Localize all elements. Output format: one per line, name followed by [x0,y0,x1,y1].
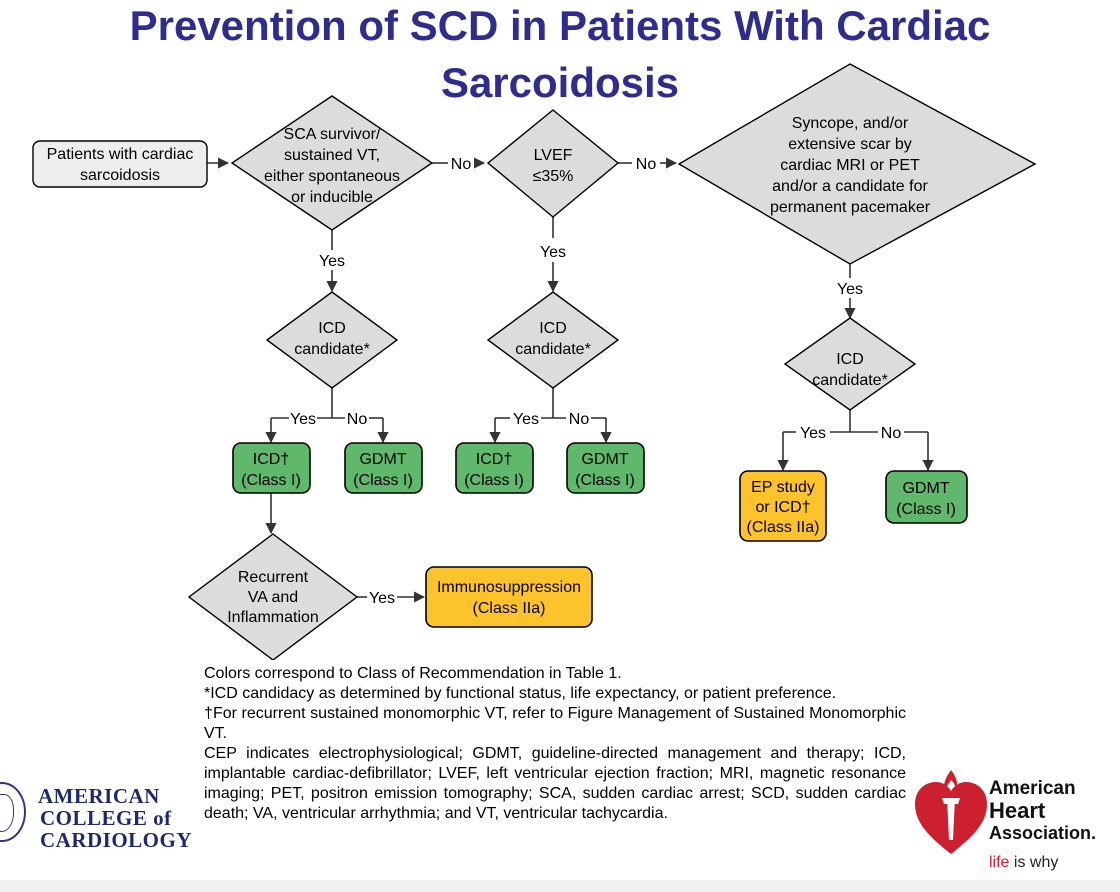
aha-logo-line-2: Heart [989,798,1046,823]
sca-line-1: SCA survivor/ [284,126,381,143]
aha-tagline-life: life [989,854,1010,871]
label-yes-sca: Yes [319,253,345,270]
icd3-line-2: candidate* [812,372,888,389]
label-yes-icd3: Yes [800,425,826,442]
gdmt-b-line-2: (Class I) [575,472,635,489]
ep-line-2: or ICD† [755,499,810,516]
label-no-icd2: No [569,411,590,428]
acc-logo: AMERICAN COLLEGE of CARDIOLOGY [0,776,200,866]
lvef-line-1: LVEF [534,147,573,164]
gdmt-a-line-1: GDMT [359,451,406,468]
label-yes-icd2: Yes [513,411,539,428]
sca-line-2: sustained VT, [284,147,380,164]
start-box: Patients with cardiac sarcoidosis [32,140,208,188]
icd-candidate-decision-2: ICD candidate* [486,291,620,389]
icd-a-line-1: ICD† [253,451,289,468]
sca-survivor-decision: SCA survivor/ sustained VT, either spont… [230,95,434,231]
aha-tagline: life is why [989,854,1058,872]
label-no-2: No [636,156,657,173]
label-yes-recurrent: Yes [369,590,395,607]
start-line-1: Patients with cardiac [47,146,194,163]
gdmt-b-line-1: GDMT [581,451,628,468]
icd1-line-2: candidate* [294,341,370,358]
label-no-1: No [451,156,472,173]
immunosuppression-class-iia-box: Immunosuppression (Class IIa) [425,566,593,628]
lvef-line-2: ≤35% [533,168,574,185]
icd-class-i-box-2: ICD† (Class I) [455,442,534,494]
acc-logo-line-1: AMERICAN [38,784,160,808]
icd3-line-1: ICD [836,351,864,368]
footnote-abbreviations: CEP indicates electrophysiological; GDMT… [204,745,906,822]
gdmt-c-line-2: (Class I) [896,501,956,518]
acc-logo-line-2: COLLEGE of [40,806,172,830]
immuno-line-2: (Class IIa) [473,600,546,617]
syncope-line-2: extensive scar by [788,136,912,153]
bottom-bar [0,880,1120,892]
sca-line-3: either spontaneous [264,168,400,185]
icd-a-line-2: (Class I) [241,472,301,489]
label-yes-syncope: Yes [837,281,863,298]
label-yes-icd1: Yes [290,411,316,428]
gdmt-c-line-1: GDMT [902,480,949,497]
icd2-line-2: candidate* [515,341,591,358]
footnote-colors: Colors correspond to Class of Recommenda… [204,665,622,682]
ep-study-class-iia-box: EP study or ICD† (Class IIa) [739,470,827,542]
icd2-line-1: ICD [539,320,567,337]
flowchart: No No Yes Yes Yes Yes No Yes No Yes No Y… [32,63,1037,660]
syncope-line-4: and/or a candidate for [772,178,928,195]
label-no-icd1: No [347,411,368,428]
heart-torch-icon [915,770,987,854]
aha-logo: American Heart Association. life is why [905,766,1120,886]
icd-b-line-1: ICD† [476,451,512,468]
recurrent-line-3: Inflammation [227,609,319,626]
start-line-2: sarcoidosis [80,167,160,184]
label-no-icd3: No [881,425,902,442]
page-title-line-1: Prevention of SCD in Patients With Cardi… [129,2,991,49]
gdmt-a-line-2: (Class I) [353,472,413,489]
icd-class-i-box-1: ICD† (Class I) [232,442,311,494]
syncope-line-3: cardiac MRI or PET [780,157,920,174]
footnotes: Colors correspond to Class of Recommenda… [204,664,906,824]
recurrent-line-2: VA and [248,589,298,606]
lvef-decision: LVEF ≤35% [486,109,620,218]
aha-logo-line-3: Association. [989,823,1097,843]
gdmt-class-i-box-1: GDMT (Class I) [344,442,423,494]
syncope-line-1: Syncope, and/or [792,115,909,132]
acc-seal-icon [0,782,26,842]
recurrent-va-decision: Recurrent VA and Inflammation [187,533,359,660]
ep-line-1: EP study [751,479,815,496]
acc-logo-line-3: CARDIOLOGY [40,828,193,852]
recurrent-line-1: Recurrent [238,569,309,586]
connectors [207,157,934,603]
icd-candidate-decision-1: ICD candidate* [265,291,399,389]
footnote-dagger: †For recurrent sustained monomorphic VT,… [204,705,906,742]
gdmt-class-i-box-2: GDMT (Class I) [566,442,645,494]
syncope-decision: Syncope, and/or extensive scar by cardia… [677,63,1037,265]
icd1-line-1: ICD [318,320,346,337]
aha-logo-line-1: American [989,778,1076,799]
immuno-line-1: Immunosuppression [437,579,581,596]
label-yes-lvef: Yes [540,244,566,261]
icd-candidate-decision-3: ICD candidate* [783,317,917,411]
sca-line-4: or inducible [291,189,373,206]
aha-tagline-rest: is why [1009,854,1059,871]
footnote-icd-candidacy: *ICD candidacy as determined by function… [204,685,837,702]
syncope-line-5: permanent pacemaker [770,199,931,216]
ep-line-3: (Class IIa) [747,519,820,536]
icd-b-line-2: (Class I) [464,472,524,489]
page-title-line-2: Sarcoidosis [440,59,680,106]
gdmt-class-i-box-3: GDMT (Class I) [885,470,968,524]
